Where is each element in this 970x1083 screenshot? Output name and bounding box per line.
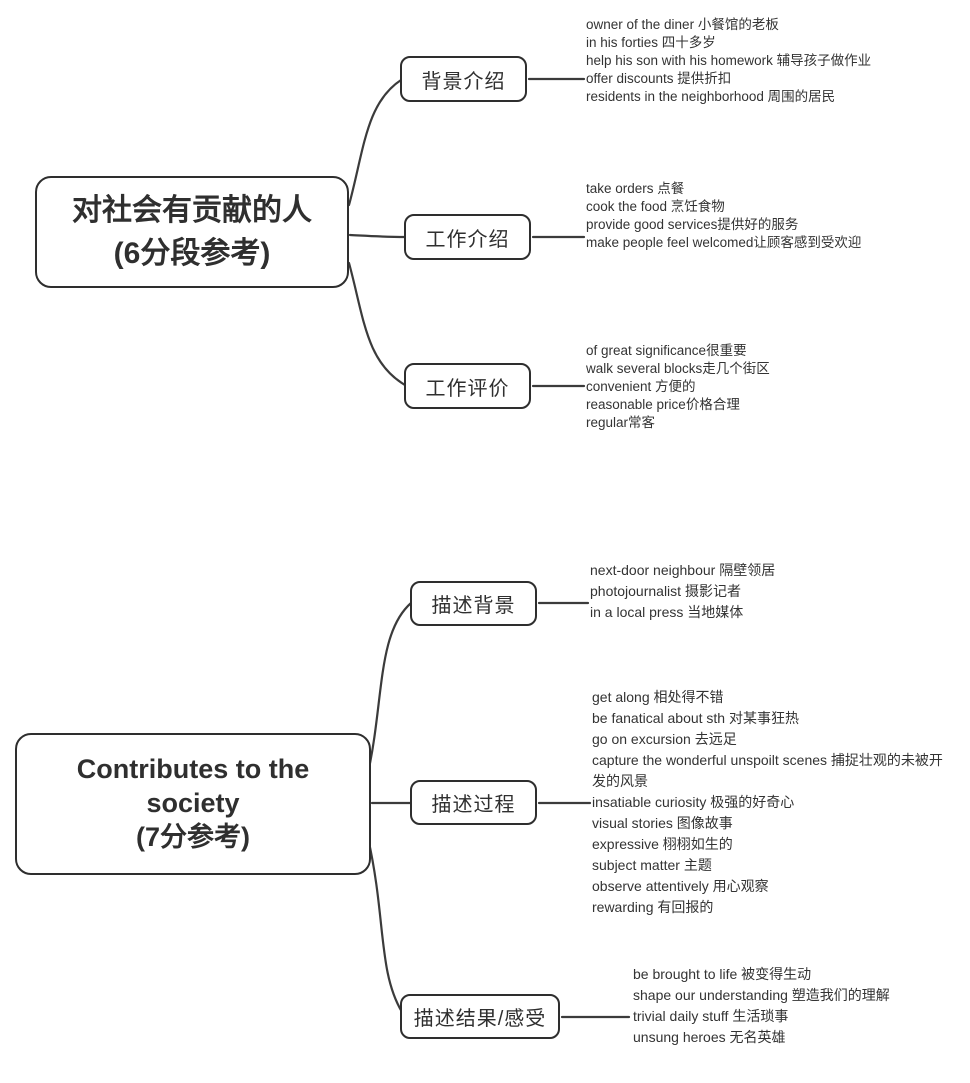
detail-item: unsung heroes 无名英雄 [633,1029,786,1045]
detail-item: shape our understanding 塑造我们的理解 [633,987,890,1003]
detail-item: take orders 点餐 [586,181,685,196]
detail-item: regular常客 [586,415,656,430]
detail-block-describe-result: be brought to life 被变得生动 shape our unders… [633,964,963,1048]
root-subtitle-line: (7分参考) [136,821,250,852]
detail-item: observe attentively 用心观察 [592,878,769,894]
detail-block-describe-process: get along 相处得不错 be fanatical about sth 对某… [592,687,952,918]
detail-block-describe-background: next-door neighbour 隔壁领居 photojournalist … [590,560,910,623]
detail-item: in a local press 当地媒体 [590,604,744,620]
curve-root7-to-branch3 [366,836,404,1014]
detail-block-job-intro: take orders 点餐 cook the food 烹饪食物 provide … [586,180,866,252]
root-node-6point: 对社会有贡献的人 (6分段参考) [35,176,349,288]
detail-block-job-evaluation: of great significance很重要 walk several blo… [586,342,896,432]
root-node-7point: Contributes to the society (7分参考) [15,733,371,875]
branch-node-job-evaluation: 工作评价 [404,363,531,409]
detail-item: cook the food 烹饪食物 [586,199,725,214]
detail-item: in his forties 四十多岁 [586,35,716,50]
branch-node-job-intro: 工作介绍 [404,214,531,260]
detail-item: convenient 方便的 [586,379,696,394]
detail-item: get along 相处得不错 [592,689,724,705]
detail-item: go on excursion 去远足 [592,731,737,747]
detail-item: of great significance很重要 [586,343,747,358]
detail-item: provide good services提供好的服务 [586,217,799,232]
curve-root6-to-branch1 [347,78,403,207]
detail-item: expressive 栩栩如生的 [592,836,733,852]
detail-item: reasonable price价格合理 [586,397,740,412]
detail-item: insatiable curiosity 极强的好奇心 [592,794,795,810]
curve-root6-to-branch2 [348,233,407,239]
root-title-line: society [146,788,240,819]
branch-node-describe-background: 描述背景 [410,581,537,626]
detail-item: be brought to life 被变得生动 [633,966,812,982]
detail-item: next-door neighbour 隔壁领居 [590,562,776,578]
detail-item: residents in the neighborhood 周围的居民 [586,89,836,104]
detail-item: trivial daily stuff 生活琐事 [633,1008,789,1024]
root-title-line: 对社会有贡献的人 [72,193,312,227]
curve-root7-to-branch1 [366,601,413,775]
detail-item: rewarding 有回报的 [592,899,714,915]
detail-item: be fanatical about sth 对某事狂热 [592,710,799,726]
detail-item: visual stories 图像故事 [592,815,733,831]
branch-node-describe-result: 描述结果/感受 [400,994,560,1039]
detail-item: make people feel welcomed让顾客感到受欢迎 [586,235,862,250]
root-title-line: Contributes to the [76,754,310,785]
detail-item: offer discounts 提供折扣 [586,71,732,86]
root-subtitle-line: (6分段参考) [113,237,271,270]
detail-item: subject matter 主题 [592,857,712,873]
detail-item: capture the wonderful unspoilt scenes 捕捉… [592,752,943,789]
detail-item: help his son with his homework 辅导孩子做作业 [586,53,872,68]
branch-node-describe-process: 描述过程 [410,780,537,825]
branch-node-background-intro: 背景介绍 [400,56,527,102]
detail-item: owner of the diner 小餐馆的老板 [586,17,779,32]
detail-block-background-intro: owner of the diner 小餐馆的老板 in his forties … [586,16,886,106]
detail-item: walk several blocks走几个街区 [586,361,770,376]
curve-root6-to-branch3 [347,261,407,387]
detail-item: photojournalist 摄影记者 [590,583,741,599]
